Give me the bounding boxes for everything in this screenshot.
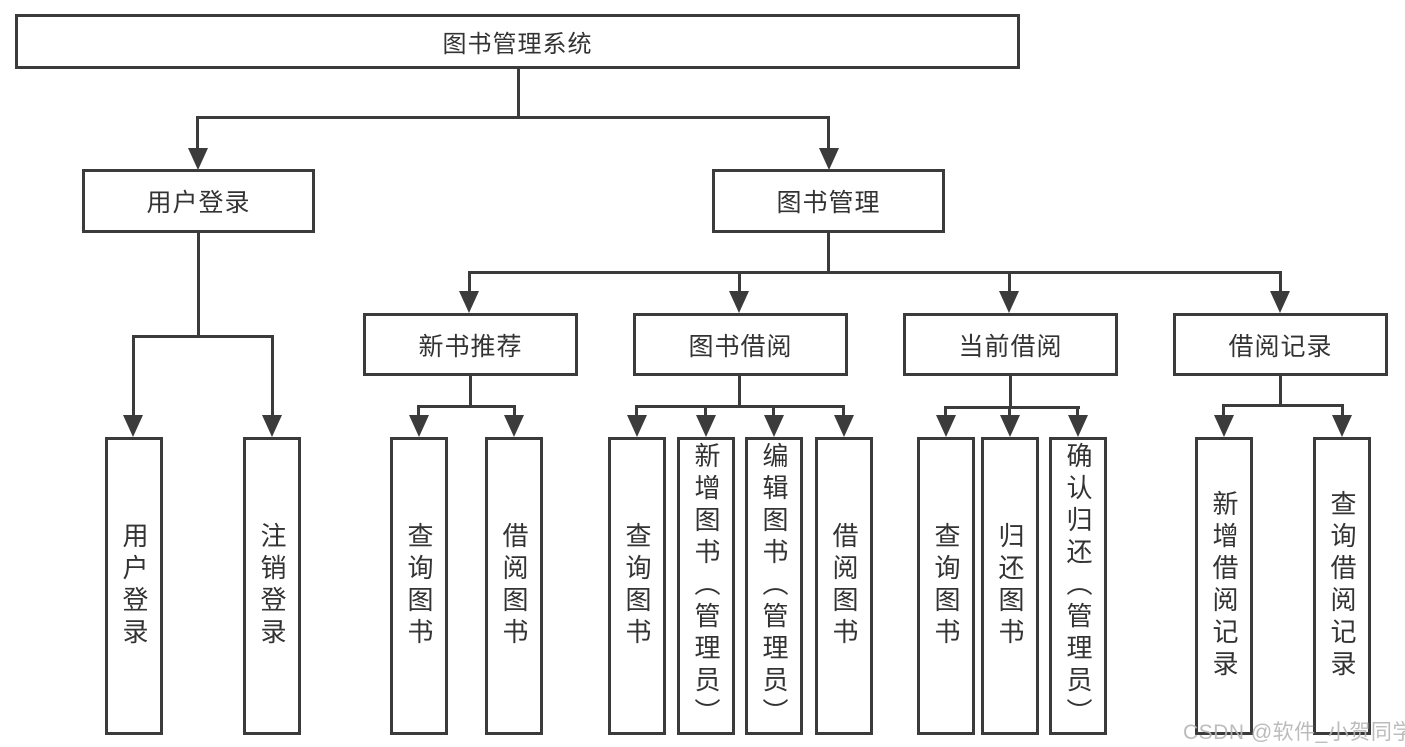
connector-line	[827, 233, 830, 274]
connector-line	[468, 271, 471, 291]
connector-line	[271, 335, 274, 415]
arrow-down-icon	[999, 291, 1019, 313]
leaf-logout: 注销登录	[243, 437, 301, 735]
connector-line	[132, 335, 135, 415]
arrow-down-icon	[696, 415, 716, 437]
connector-line	[1222, 404, 1225, 415]
leaf-query-book: 查询图书	[390, 437, 448, 735]
leaf-label: 确认归还（管理员）	[1063, 442, 1093, 730]
connector-line	[417, 405, 420, 415]
connector-line	[197, 232, 200, 337]
connector-line	[417, 405, 516, 408]
connector-line	[772, 405, 775, 415]
leaf-confirm-return-admin: 确认归还（管理员）	[1049, 437, 1107, 735]
node-label: 图书管理	[776, 189, 881, 217]
node-book-borrow: 图书借阅	[633, 313, 848, 376]
arrow-down-icon	[1214, 415, 1234, 437]
node-label: 用户登录	[146, 189, 251, 217]
connector-line	[1076, 406, 1079, 415]
connector-line	[513, 405, 516, 415]
connector-line	[196, 116, 830, 119]
node-new-book-recommend: 新书推荐	[363, 313, 578, 376]
leaf-label: 查询借阅记录	[1327, 490, 1357, 682]
connector-line	[1008, 406, 1011, 415]
node-book-management: 图书管理	[712, 169, 945, 233]
node-label: 图书管理系统	[442, 31, 593, 58]
leaf-return-book: 归还图书	[981, 437, 1039, 735]
watermark: CSDN @软件_小贺同学	[1183, 721, 1405, 744]
leaf-borrow-book: 借阅图书	[485, 437, 543, 735]
leaf-label: 新增借阅记录	[1209, 490, 1239, 682]
arrow-down-icon	[188, 148, 208, 170]
leaf-label: 用户登录	[119, 522, 149, 650]
node-library-management-system: 图书管理系统	[15, 14, 1020, 69]
arrow-down-icon	[627, 415, 647, 437]
connector-line	[944, 406, 1080, 409]
connector-line	[517, 69, 520, 119]
leaf-label: 查询图书	[622, 522, 652, 650]
arrow-down-icon	[1332, 415, 1352, 437]
leaf-label: 注销登录	[257, 522, 287, 650]
arrow-down-icon	[819, 148, 839, 170]
node-current-borrow: 当前借阅	[903, 313, 1118, 376]
connector-line	[704, 405, 707, 415]
node-label: 借阅记录	[1228, 332, 1333, 361]
connector-line	[196, 116, 199, 148]
connector-line	[1008, 271, 1011, 291]
node-label: 新书推荐	[418, 332, 523, 361]
arrow-down-icon	[1270, 291, 1290, 313]
arrow-down-icon	[764, 415, 784, 437]
arrow-down-icon	[262, 415, 282, 437]
connector-line	[738, 376, 741, 407]
leaf-label: 归还图书	[995, 522, 1025, 650]
leaf-label: 编辑图书（管理员）	[759, 442, 789, 730]
node-label: 当前借阅	[958, 332, 1063, 361]
node-user-login: 用户登录	[82, 169, 315, 233]
connector-line	[468, 271, 1282, 274]
arrow-down-icon	[1000, 415, 1020, 437]
leaf-label: 查询图书	[931, 522, 961, 650]
connector-line	[738, 271, 741, 291]
arrow-down-icon	[123, 415, 143, 437]
leaf-label: 查询图书	[404, 522, 434, 650]
node-label: 图书借阅	[688, 332, 793, 361]
arrow-down-icon	[409, 415, 429, 437]
arrow-down-icon	[834, 415, 854, 437]
leaf-borrow-book: 借阅图书	[815, 437, 873, 735]
connector-line	[1279, 376, 1282, 406]
connector-line	[1222, 404, 1344, 407]
arrow-down-icon	[1068, 415, 1088, 437]
leaf-user-login: 用户登录	[105, 437, 163, 735]
connector-line	[635, 405, 845, 408]
connector-line	[469, 376, 472, 407]
leaf-label: 借阅图书	[499, 522, 529, 650]
leaf-label: 借阅图书	[829, 522, 859, 650]
leaf-add-borrow-record: 新增借阅记录	[1195, 437, 1253, 735]
connector-line	[635, 405, 638, 415]
leaf-add-book-admin: 新增图书（管理员）	[677, 437, 735, 735]
arrow-down-icon	[936, 415, 956, 437]
arrow-down-icon	[729, 291, 749, 313]
leaf-query-book: 查询图书	[917, 437, 975, 735]
arrow-down-icon	[504, 415, 524, 437]
node-borrow-record: 借阅记录	[1173, 313, 1388, 376]
leaf-edit-book-admin: 编辑图书（管理员）	[745, 437, 803, 735]
connector-line	[827, 116, 830, 148]
connector-line	[1341, 404, 1344, 415]
connector-line	[842, 405, 845, 415]
leaf-query-borrow-record: 查询借阅记录	[1313, 437, 1371, 735]
connector-line	[944, 406, 947, 415]
connector-line	[132, 335, 274, 338]
connector-line	[1009, 376, 1012, 408]
leaf-query-book: 查询图书	[608, 437, 666, 735]
leaf-label: 新增图书（管理员）	[691, 442, 721, 730]
connector-line	[1279, 271, 1282, 291]
arrow-down-icon	[459, 291, 479, 313]
